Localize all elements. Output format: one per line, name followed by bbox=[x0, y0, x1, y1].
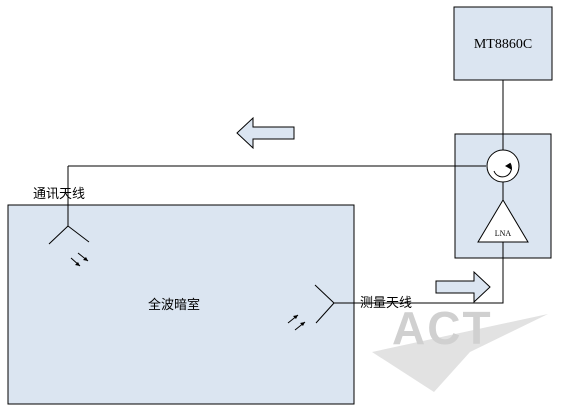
wire-lna-to-measure-antenna bbox=[334, 242, 504, 304]
instrument-label: MT8860C bbox=[474, 37, 532, 52]
arrow-right-icon bbox=[435, 270, 491, 304]
measure-signal-wave-icon bbox=[287, 314, 306, 331]
comm-signal-wave-icon bbox=[70, 252, 89, 267]
chamber-label: 全波暗室 bbox=[148, 297, 200, 313]
watermark-swoosh bbox=[372, 314, 548, 392]
act-watermark: ACT bbox=[372, 302, 548, 392]
measure-antenna-icon bbox=[314, 284, 335, 324]
comm-antenna-label: 通讯天线 bbox=[33, 187, 85, 202]
lna-label: LNA bbox=[495, 229, 512, 238]
watermark-text: ACT bbox=[392, 302, 493, 354]
lna-amplifier-icon: LNA bbox=[477, 199, 529, 243]
measure-antenna-label: 测量天线 bbox=[360, 296, 412, 311]
anechoic-chamber-box bbox=[7, 204, 355, 405]
comm-antenna-icon bbox=[48, 225, 90, 245]
arrow-left-icon bbox=[236, 116, 295, 150]
circulator-icon bbox=[486, 149, 520, 183]
